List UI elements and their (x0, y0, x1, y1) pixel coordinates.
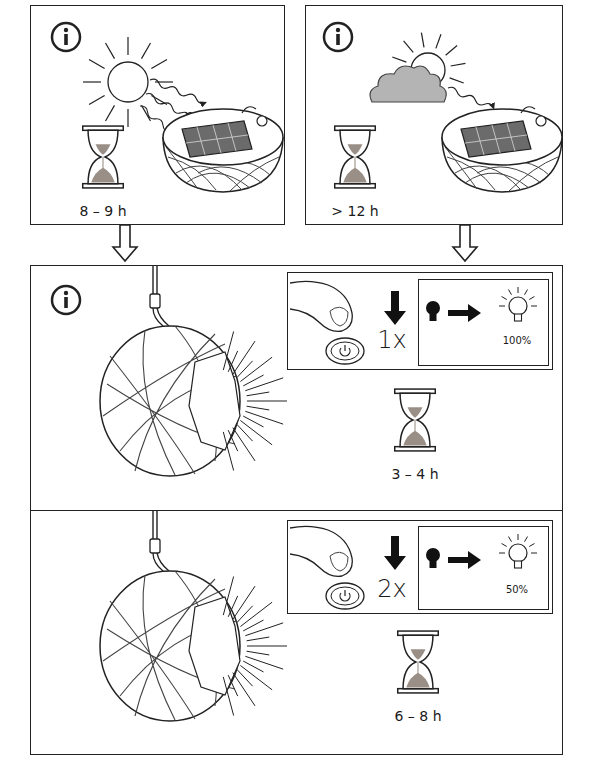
sun-ray (127, 37, 128, 55)
hanging-lamp (100, 266, 287, 476)
info-panel: > 12 h (305, 5, 563, 225)
duration-label: 3 – 4 h (391, 466, 438, 482)
usage-panel: 6 – 8 h 2x 50% (30, 511, 563, 755)
sun (83, 37, 173, 127)
brightness-icons (426, 287, 537, 322)
info-panel: 8 – 9 h (30, 5, 285, 225)
flow-arrow (113, 225, 137, 261)
info-dot (64, 28, 68, 32)
sun-disc (108, 62, 148, 102)
info-ring (52, 23, 80, 51)
brightness-box: 50% (418, 526, 549, 610)
sun-ray (446, 46, 457, 56)
sun-ray (451, 63, 466, 66)
duration-label: 6 – 8 h (394, 708, 441, 724)
press-count: 1x (377, 327, 406, 355)
instruction-box: 2x 50% (287, 520, 553, 614)
sun-ray (421, 33, 424, 48)
sun-ray (106, 43, 115, 59)
info-ring (52, 286, 80, 314)
info-icon (52, 23, 80, 51)
brightness-level: 100% (503, 335, 532, 347)
sunlight-wave (149, 78, 207, 105)
cloud (370, 66, 446, 102)
solar-lamp (163, 107, 283, 192)
instruction-box: 1x 100% (287, 272, 553, 370)
sun-ray (392, 57, 406, 62)
hourglass (335, 126, 376, 188)
sun-ray (404, 41, 414, 52)
sun-ray (83, 81, 101, 82)
info-bar (64, 297, 68, 308)
brightness-box: 100% (418, 279, 549, 366)
duration-label: > 12 h (331, 203, 378, 219)
hourglass (395, 389, 436, 451)
hourglass (398, 631, 439, 693)
sun-ray (436, 34, 441, 48)
press-count: 2x (377, 576, 406, 604)
duration-label: 8 – 9 h (79, 203, 126, 219)
brightness-level: 50% (506, 584, 528, 596)
sun-ray (450, 78, 464, 83)
sun-ray (142, 43, 151, 59)
info-icon (52, 286, 80, 314)
info-dot (64, 291, 68, 295)
info-bar (336, 34, 340, 45)
sun-ray (89, 60, 105, 69)
sun-ray (89, 96, 105, 105)
info-ring (324, 23, 352, 51)
sun-ray (106, 105, 115, 121)
sun-ray (127, 109, 128, 127)
sunlight-wave (447, 86, 495, 111)
press-button-illustration (290, 526, 406, 609)
hourglass (83, 126, 124, 188)
brightness-icons (426, 534, 537, 569)
info-bar (64, 34, 68, 45)
press-button-illustration (290, 281, 406, 364)
solar-lamp (442, 107, 562, 192)
info-dot (336, 28, 340, 32)
info-icon (324, 23, 352, 51)
flow-arrow (453, 225, 477, 261)
sun-ray (151, 60, 167, 69)
hanging-lamp (100, 511, 287, 721)
usage-panel: 3 – 4 h 1x 100% (30, 265, 563, 511)
